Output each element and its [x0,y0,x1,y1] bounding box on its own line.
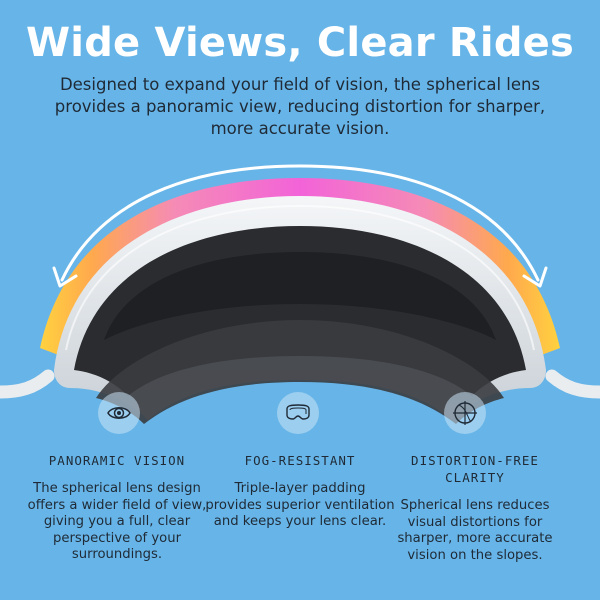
foam-lower [96,320,504,424]
feature-distortion-free-clarity: DISTORTION-FREE CLARITY Spherical lens r… [380,452,570,564]
fov-arc-arrow [60,164,540,282]
feature-title: PANORAMIC VISION [48,453,186,468]
strap-left [0,369,55,399]
eye-icon [98,392,140,434]
goggles-icon [277,392,319,434]
feature-panoramic-vision: PANORAMIC VISION The spherical lens desi… [22,452,212,564]
goggles-illustration [0,164,600,424]
feature-title: FOG-RESISTANT [244,453,356,468]
foam-inner [104,252,496,340]
page-subtitle: Designed to expand your field of vision,… [54,75,546,138]
page-title: Wide Views, Clear Rides [25,20,575,66]
feature-fog-resistant: FOG-RESISTANT Triple-layer padding provi… [205,452,395,531]
feature-description: The spherical lens design offers a wider… [27,481,207,562]
feature-description: Triple-layer padding provides superior v… [205,481,395,529]
feature-description: Spherical lens reduces visual distortion… [397,498,553,563]
feature-title: DISTORTION-FREE CLARITY [411,453,539,485]
strap-right [545,369,600,399]
crosshair-globe-icon [444,392,486,434]
